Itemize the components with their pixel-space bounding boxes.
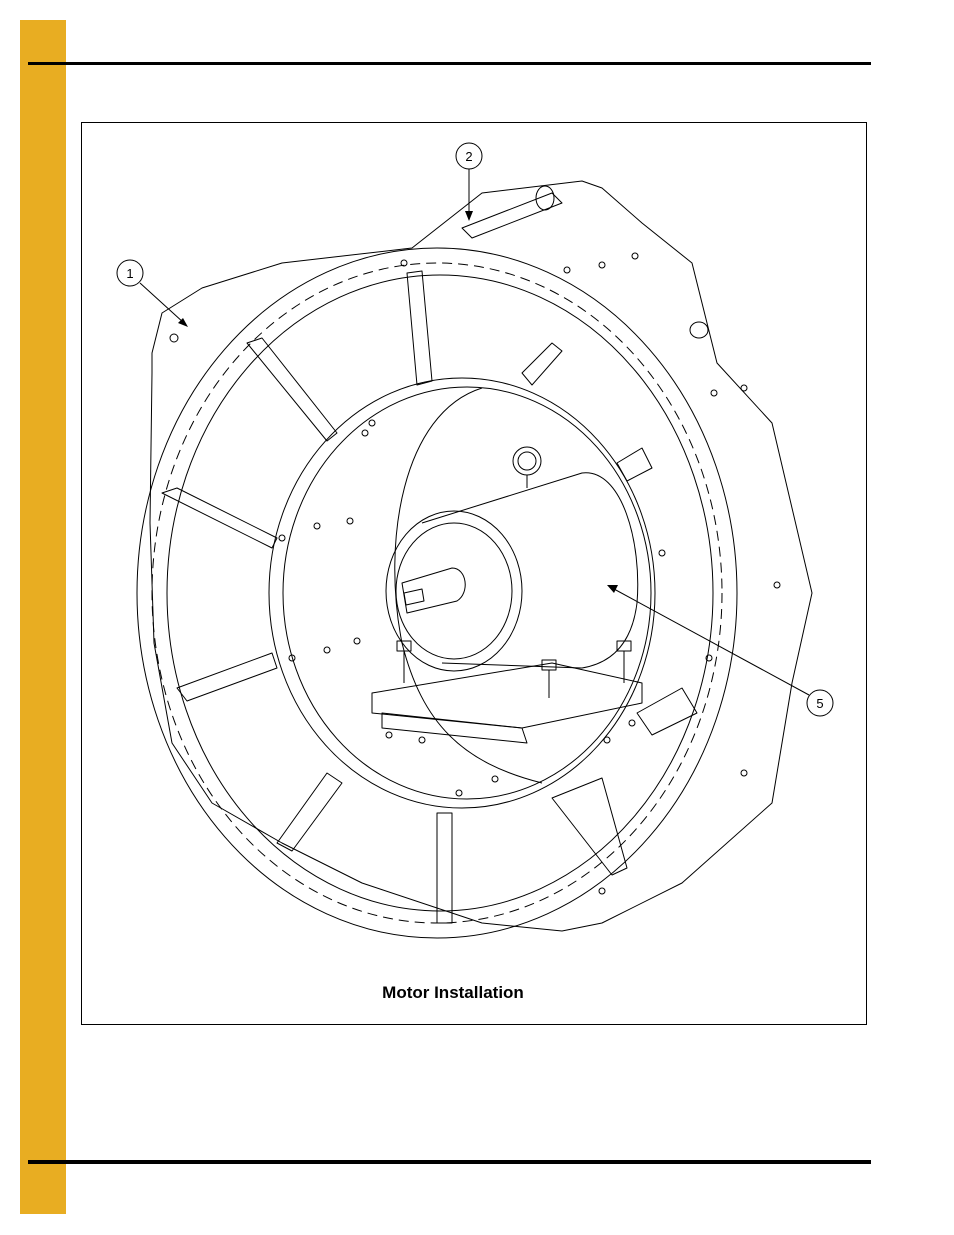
motor-base-plate (372, 663, 642, 728)
shaft-key (404, 589, 424, 605)
eye-bolt (513, 447, 541, 475)
callout-5-label: 5 (816, 696, 823, 711)
motor-body (422, 473, 638, 668)
motor-shaft (402, 568, 465, 613)
figure-caption: Motor Installation (82, 983, 824, 1003)
motor-end-bell (386, 511, 522, 671)
callout-1: 1 (117, 260, 188, 327)
motor-installation-drawing: 1 2 5 (82, 123, 868, 1026)
side-color-tab (20, 20, 66, 1214)
inner-disc (269, 378, 655, 808)
footer-rule (28, 1160, 871, 1164)
side-fitting (690, 322, 708, 338)
callout-2: 2 (456, 143, 482, 221)
bolt-heads (170, 253, 780, 894)
figure-frame: 1 2 5 Motor Installation (81, 122, 867, 1025)
outer-ring-inner (167, 275, 713, 911)
header-rule (28, 62, 871, 65)
callout-2-label: 2 (465, 149, 472, 164)
fan-housing-outline (150, 181, 812, 931)
callout-1-label: 1 (126, 266, 133, 281)
fan-vanes (162, 271, 697, 923)
conduit (462, 193, 562, 238)
inner-cylinder-left (395, 388, 542, 783)
